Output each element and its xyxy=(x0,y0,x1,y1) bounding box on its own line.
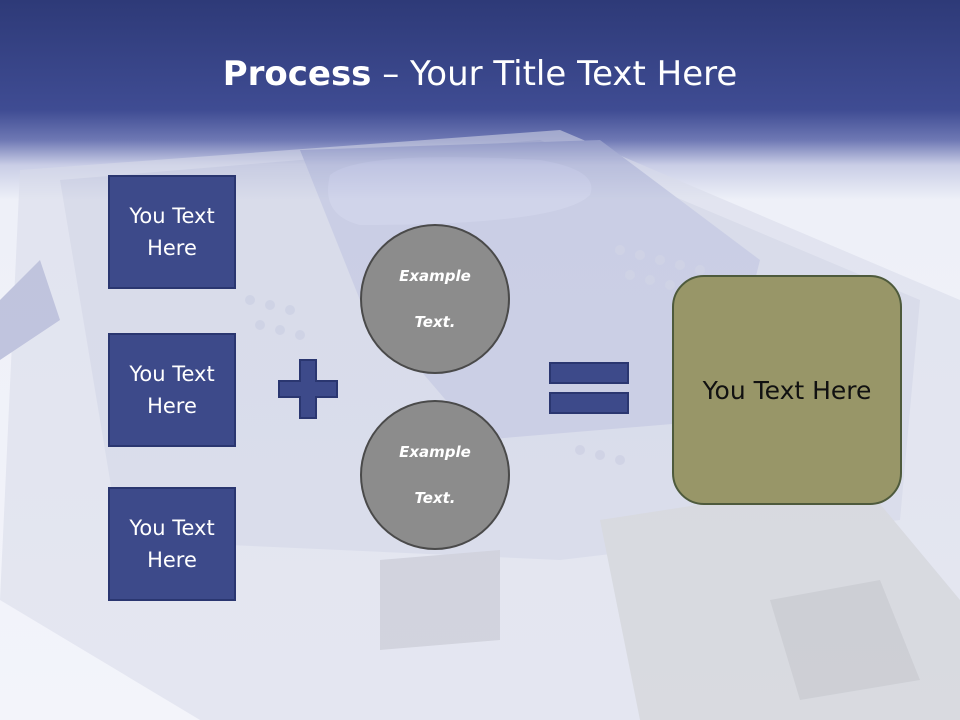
title-rest: – Your Title Text Here xyxy=(371,54,738,94)
slide-title: Process – Your Title Text Here xyxy=(0,52,960,96)
input-box-3-line2: Here xyxy=(147,548,197,572)
example-circle-2-line1: Example xyxy=(399,442,471,461)
input-box-2-line1: You Text xyxy=(129,362,215,386)
plus-icon xyxy=(278,359,338,419)
result-box[interactable]: You Text Here xyxy=(672,275,902,505)
example-circle-1-line1: Example xyxy=(399,266,471,285)
input-box-1-line1: You Text xyxy=(129,204,215,228)
equals-icon xyxy=(549,362,629,414)
title-bold: Process xyxy=(222,54,372,94)
example-circle-1-line2: Text. xyxy=(414,312,456,331)
input-box-2-line2: Here xyxy=(147,394,197,418)
input-box-3-line1: You Text xyxy=(129,516,215,540)
example-circle-2-line2: Text. xyxy=(414,488,456,507)
result-text: You Text Here xyxy=(702,375,872,405)
input-box-1-line2: Here xyxy=(147,236,197,260)
